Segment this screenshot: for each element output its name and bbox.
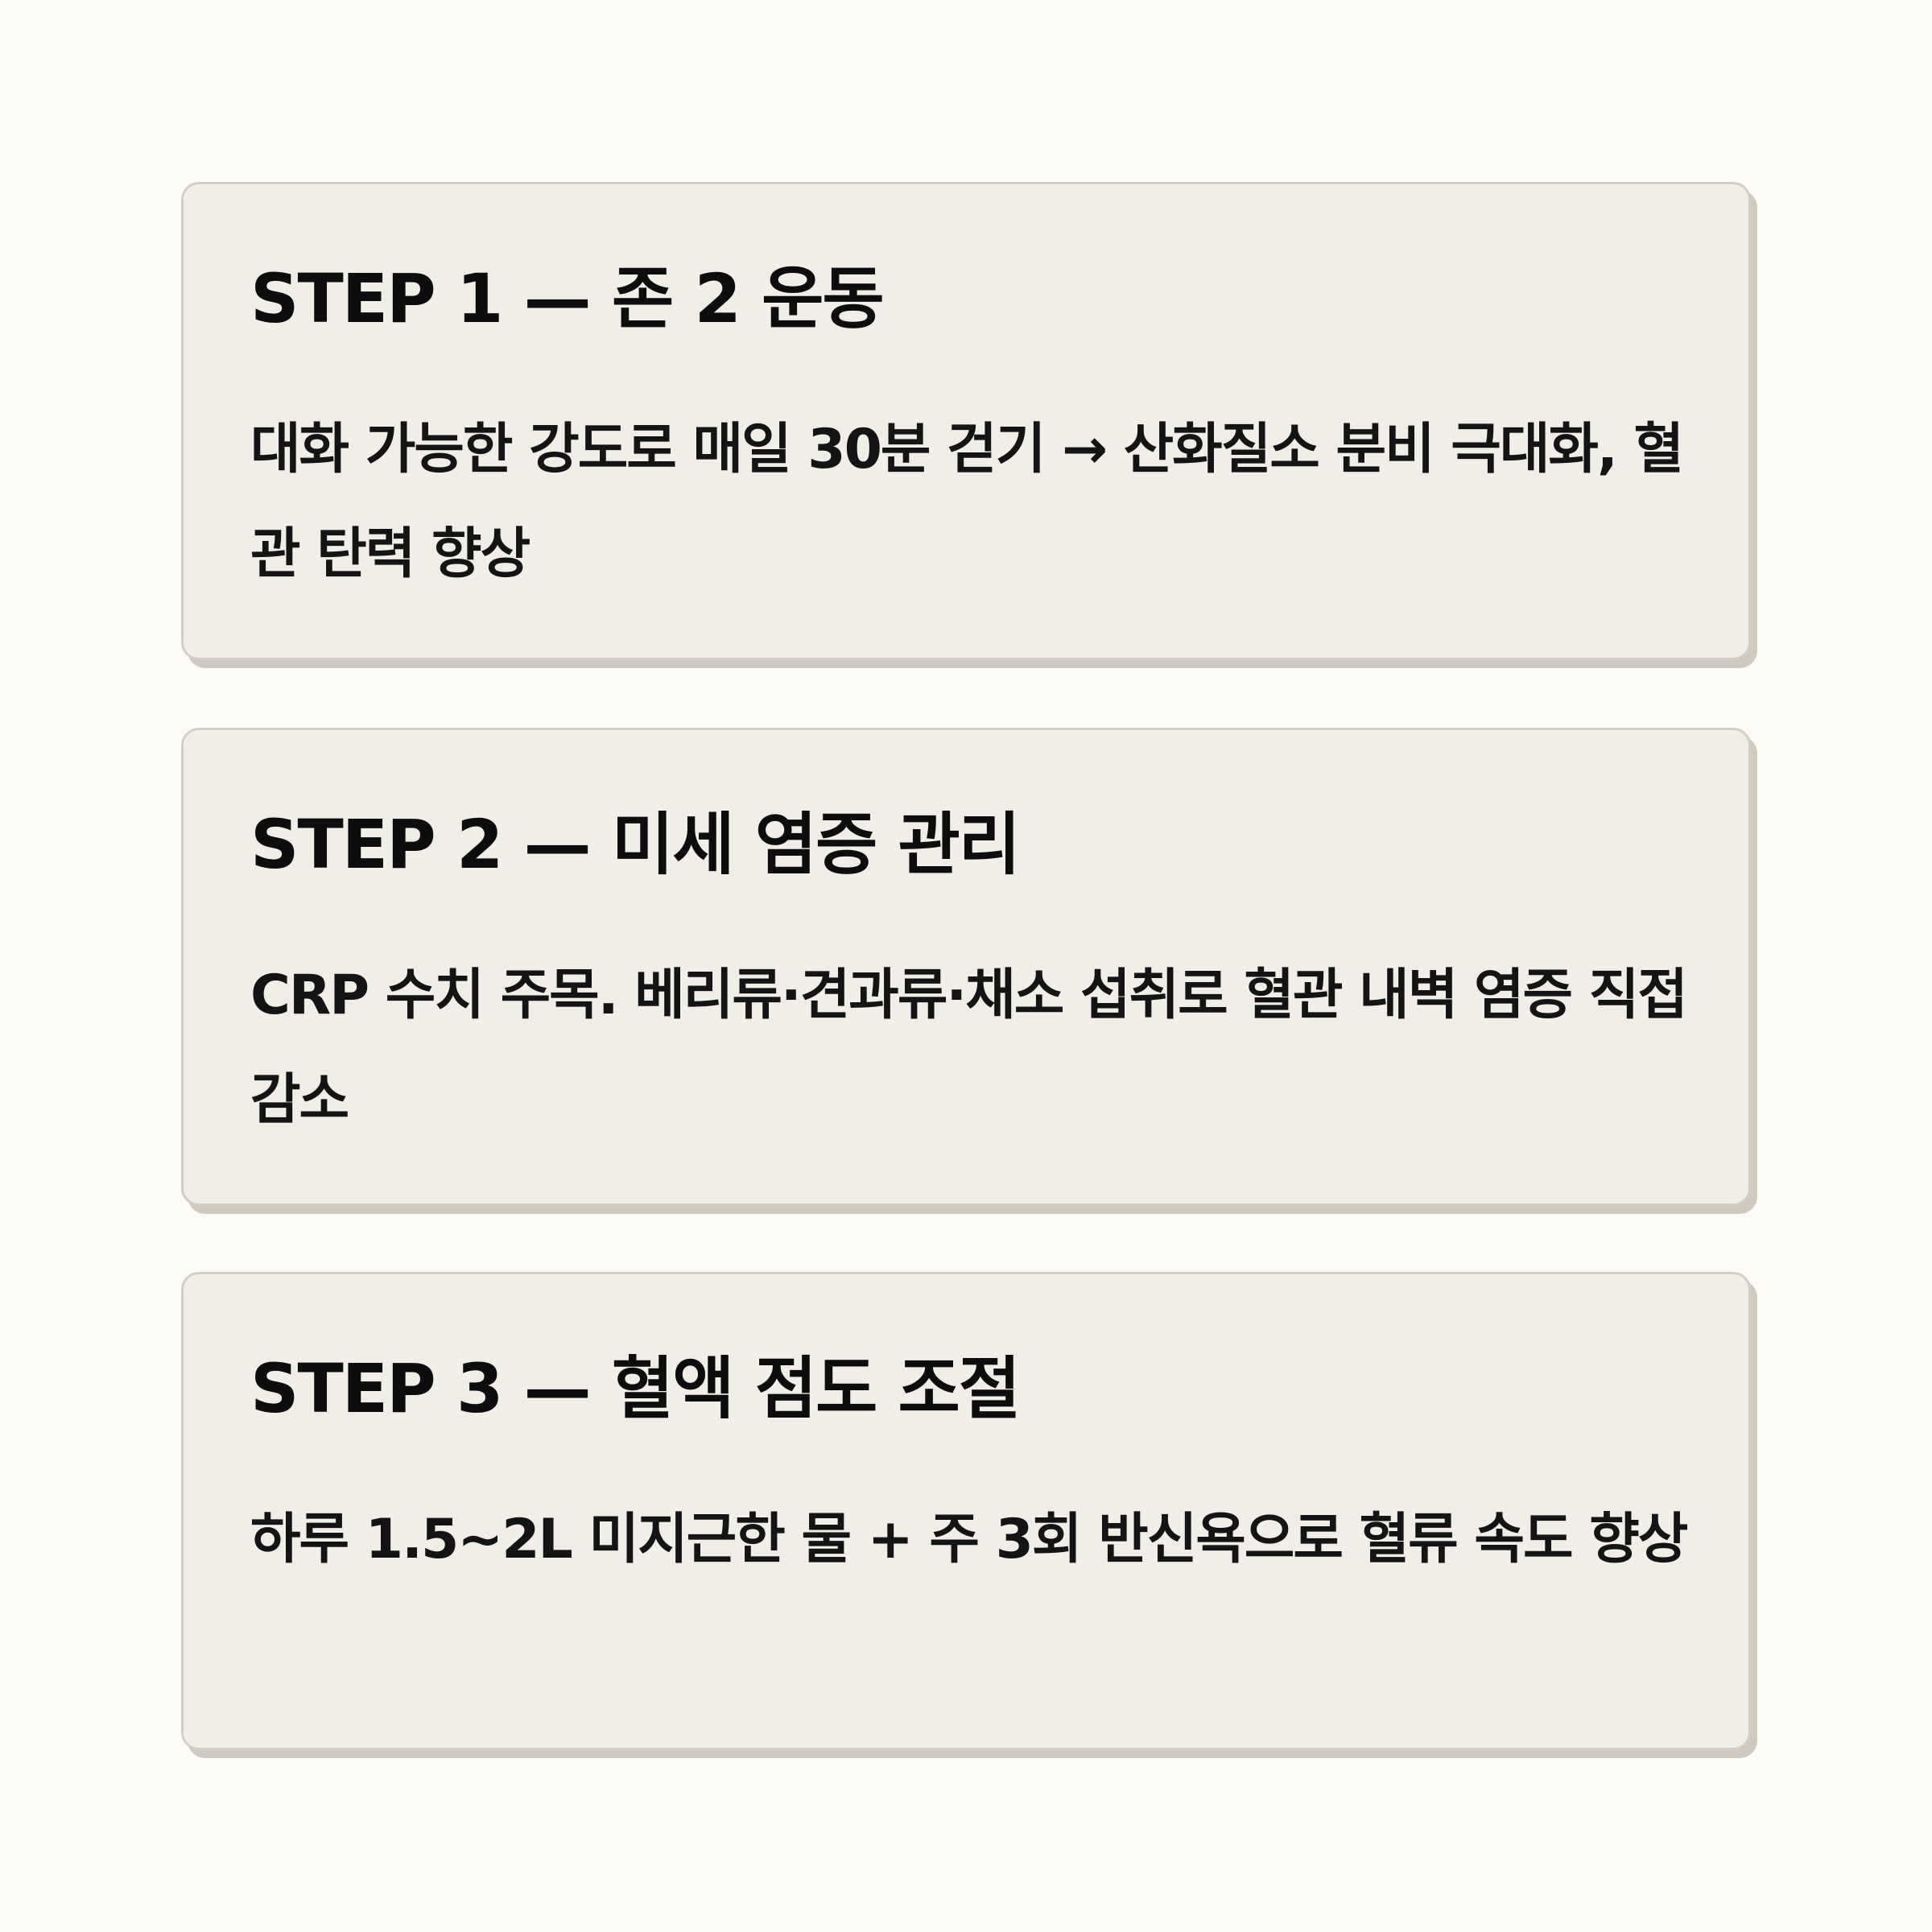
step-title-1: STEP 1 — 존 2 운동 <box>250 259 885 338</box>
step-card-1: STEP 1 — 존 2 운동 대화 가능한 강도로 매일 30분 걷기 → 산… <box>181 182 1751 660</box>
step-card-2: STEP 2 — 미세 염증 관리 CRP 수치 주목. 베리류·견과류·채소 … <box>181 728 1751 1206</box>
step-card-3: STEP 3 — 혈액 점도 조절 하루 1.5~2L 미지근한 물 + 주 3… <box>181 1272 1751 1750</box>
step-description-3: 하루 1.5~2L 미지근한 물 + 주 3회 반신욕으로 혈류 속도 향상 <box>250 1508 1688 1571</box>
step-description-2: CRP 수치 주목. 베리류·견과류·채소 섭취로 혈관 내벽 염증 직접 감소 <box>250 964 1688 1132</box>
step-description-1: 대화 가능한 강도로 매일 30분 걷기 → 산화질소 분비 극대화, 혈관 탄… <box>250 418 1684 586</box>
step-title-2: STEP 2 — 미세 염증 관리 <box>250 805 1021 884</box>
step-title-3: STEP 3 — 혈액 점도 조절 <box>250 1349 1021 1428</box>
